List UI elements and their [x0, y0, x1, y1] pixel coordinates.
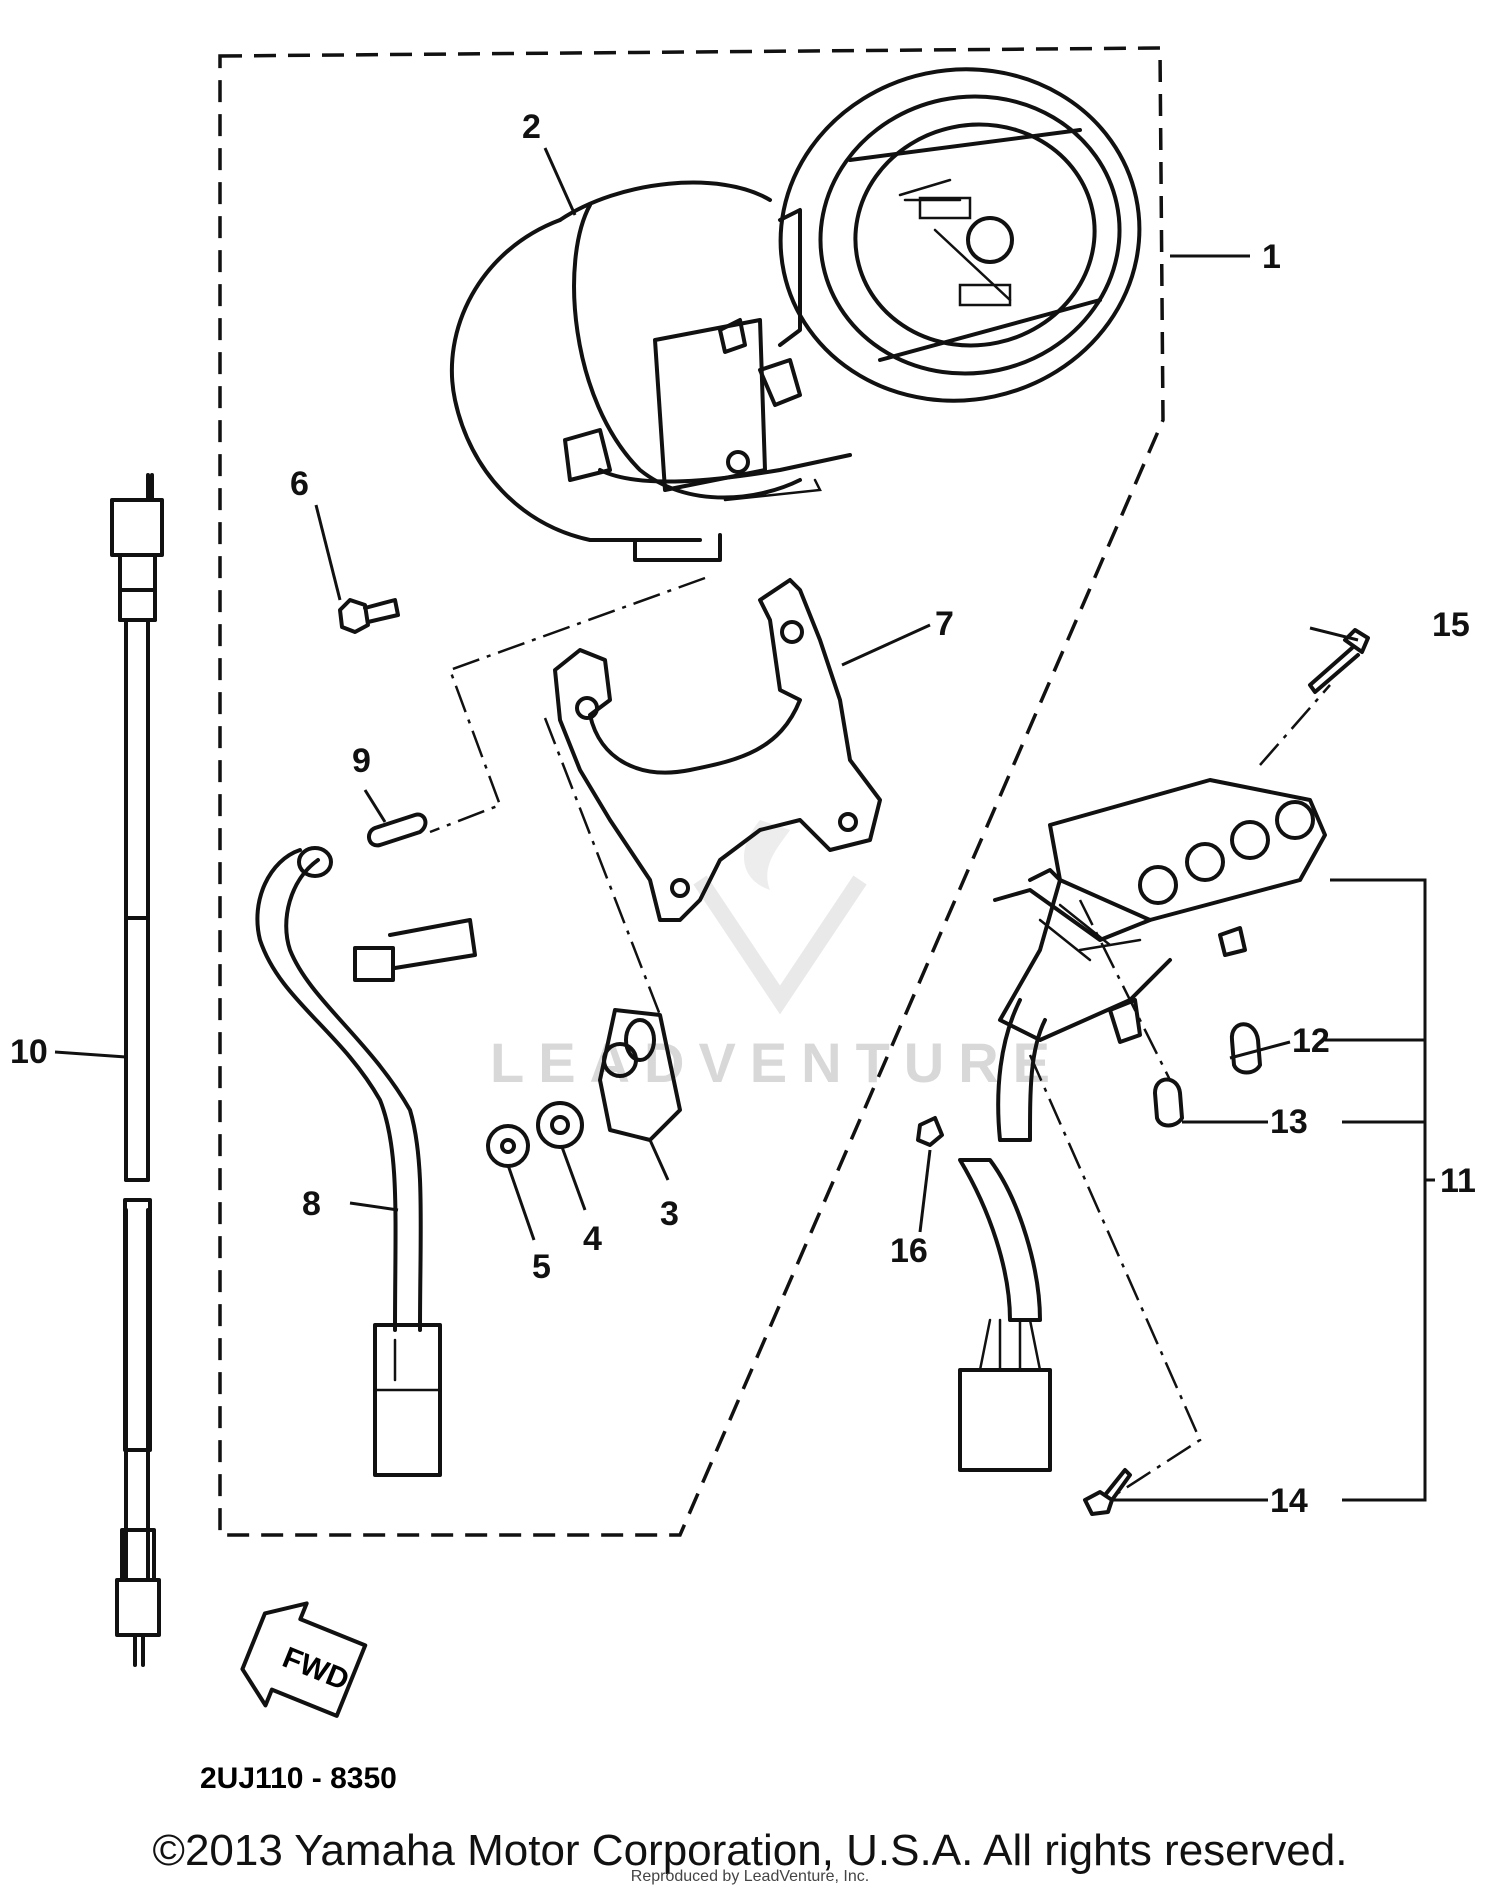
diagram-code: 2UJ110 - 8350 — [200, 1762, 397, 1795]
watermark-logo — [693, 820, 867, 1015]
fwd-arrow: FWD — [240, 1601, 368, 1718]
callout-7: 7 — [935, 605, 954, 643]
reproduced-by-notice: Reproduced by LeadVenture, Inc. — [630, 1868, 870, 1885]
assembly-boundary — [218, 46, 1165, 1537]
callout-13: 13 — [1270, 1103, 1308, 1141]
callout-1: 1 — [1262, 238, 1281, 276]
bulb-part-13 — [1153, 1077, 1184, 1128]
callout-5: 5 — [532, 1248, 551, 1286]
washer-part-4 — [536, 1101, 584, 1149]
callout-8: 8 — [302, 1185, 321, 1223]
indicator-assembly — [958, 778, 1327, 1472]
callout-10: 10 — [10, 1033, 48, 1071]
nut-part-5 — [486, 1124, 530, 1168]
callout-14: 14 — [1270, 1482, 1308, 1520]
watermark-text: LEADVENTURE — [490, 1031, 1064, 1094]
socket-cord — [255, 846, 477, 1477]
callout-4: 4 — [583, 1220, 602, 1258]
parts-diagram: LEADVENTURE — [10, 46, 1476, 1795]
callout-12: 12 — [1292, 1022, 1330, 1060]
callout-2: 2 — [522, 108, 541, 146]
callout-15: 15 — [1432, 606, 1470, 644]
callout-16: 16 — [890, 1232, 928, 1270]
meter-case — [449, 180, 852, 562]
speedometer-cable — [110, 473, 164, 1667]
screw-part-15 — [1308, 628, 1370, 694]
leader-lines — [54, 147, 1435, 1502]
callout-6: 6 — [290, 465, 309, 503]
copyright-notice: ©2013 Yamaha Motor Corporation, U.S.A. A… — [152, 1826, 1348, 1875]
fwd-label: FWD — [278, 1641, 354, 1697]
bulb-part-12 — [1229, 1022, 1262, 1075]
callout-3: 3 — [660, 1195, 679, 1233]
callouts: 1 2 3 4 5 6 7 8 9 10 11 12 13 14 15 16 — [10, 108, 1476, 1520]
meter-assembly — [718, 67, 1142, 407]
bulb-part-16 — [916, 1116, 944, 1147]
meter-bracket — [553, 578, 882, 922]
screw-part-6 — [338, 598, 400, 634]
screw-part-14 — [1083, 1468, 1132, 1516]
callout-11: 11 — [1440, 1162, 1476, 1200]
callout-9: 9 — [352, 742, 371, 780]
bulb-part-9 — [367, 812, 428, 848]
